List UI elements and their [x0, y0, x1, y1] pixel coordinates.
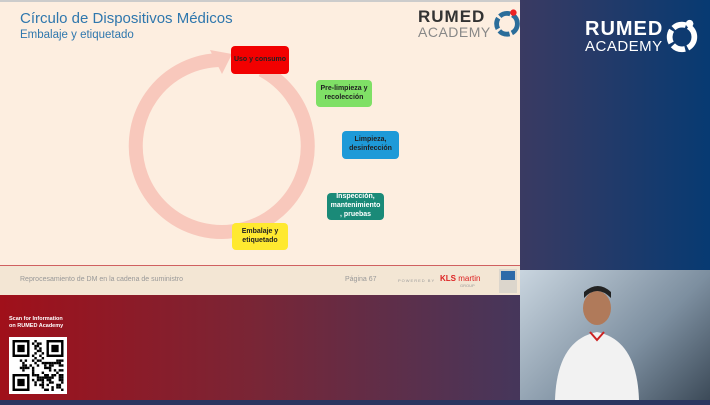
- step-label: Embalaje y etiquetado: [241, 227, 279, 244]
- footer-text: Reprocesamiento de DM en la cadena de su…: [20, 276, 184, 283]
- step-label: Pre-limpieza y recolección: [320, 84, 368, 101]
- rumed-ring-icon: [493, 9, 520, 37]
- cycle-step-use: Uso y consumo: [231, 46, 289, 74]
- partner-logo: [499, 269, 517, 293]
- side-panel: [520, 0, 710, 270]
- cycle-step-precleaning: Pre-limpieza y recolección: [316, 80, 372, 107]
- slide-subtitle: Embalaje y etiquetado: [20, 29, 134, 41]
- presenter-webcam: [520, 270, 710, 400]
- scan-line-1: Scan for Information: [9, 316, 63, 322]
- step-label: Limpieza, desinfección: [349, 136, 392, 152]
- step-label: Uso y consumo: [233, 55, 287, 63]
- page-number: Página 67: [345, 276, 377, 283]
- powered-by: POWERED BY: [398, 278, 436, 283]
- logo-text: RUMED: [585, 17, 664, 40]
- cycle-step-inspection: Inspección, mantenimiento , pruebas: [327, 193, 384, 220]
- kls-text: KLS: [440, 274, 456, 283]
- cycle-step-packaging: Embalaje y etiquetado: [232, 223, 288, 250]
- step-label: Inspección, mantenimiento , pruebas: [330, 193, 381, 218]
- presentation-slide: Círculo de Dispositivos Médicos Embalaje…: [0, 0, 523, 295]
- cycle-arrow: [128, 50, 315, 239]
- logo-subtext: ACADEMY: [585, 37, 663, 55]
- slide-footer: Reprocesamiento de DM en la cadena de su…: [0, 265, 520, 295]
- slide-title: Círculo de Dispositivos Médicos: [20, 10, 233, 27]
- qr-code-pattern: [12, 340, 64, 391]
- logo-subtext: ACADEMY: [418, 23, 491, 40]
- qr-code[interactable]: [9, 337, 67, 394]
- group-text: GROUP: [460, 283, 475, 288]
- cycle-step-cleaning: Limpieza, desinfección: [342, 131, 399, 159]
- logo-text: RUMED: [418, 6, 486, 26]
- rumed-ring-icon: [667, 19, 698, 53]
- scan-line-2: on RUMED Academy: [9, 323, 64, 330]
- martin-text: martin: [458, 274, 481, 283]
- presenter-figure: [555, 286, 639, 400]
